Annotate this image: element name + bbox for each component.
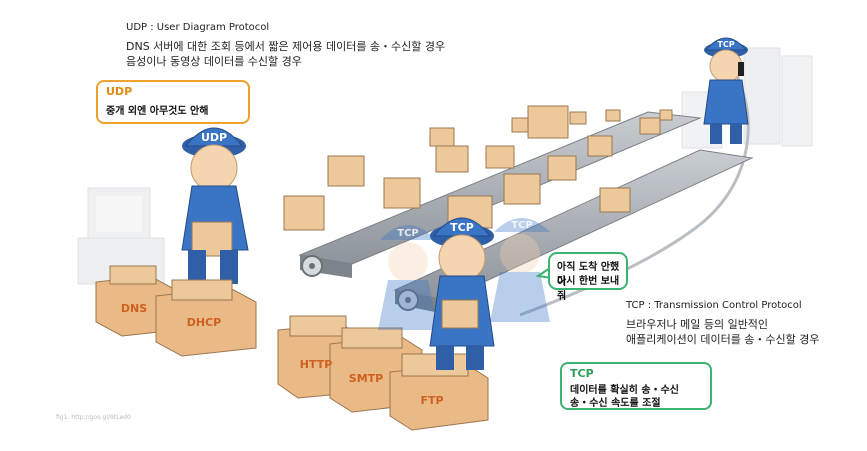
tcp-ghost-worker-right — [490, 218, 550, 322]
crate-label-smtp: SMTP — [349, 372, 383, 385]
tcp-hat-label: TCP — [450, 221, 474, 234]
tcp-ghost-left-hat-label: TCP — [397, 228, 419, 239]
tcp-note-line-2: 애플리케이션이 데이터를 송・수신할 경우 — [626, 333, 820, 346]
figure-source: fig1. http://goo.gl/9tLed0 — [56, 414, 131, 421]
udp-note-title: UDP : User Diagram Protocol — [126, 22, 270, 33]
tcp-phone-worker — [703, 37, 749, 144]
tcp-callout-title: TCP — [570, 367, 594, 380]
crate-label-ftp: FTP — [420, 394, 443, 407]
tcp-ghost-worker-left — [378, 225, 438, 330]
udp-note-line-2: 음성이나 동영상 데이터를 수신할 경우 — [126, 55, 302, 68]
udp-worker — [181, 127, 249, 284]
crate-dhcp — [155, 279, 257, 357]
tcp-callout-body-line-1: 데이터를 확실히 송・수신 — [570, 385, 679, 396]
crate-label-http: HTTP — [300, 358, 333, 371]
udp-note-line-1: DNS 서버에 대한 조회 등에서 짧은 제어용 데이터를 송・수신할 경우 — [126, 40, 446, 53]
tcp-callout: TCP 데이터를 확실히 송・수신 송・수신 속도를 조절 — [560, 362, 712, 410]
resend-speech-bubble: 아직 도착 안했어 다시 한번 보내줘 — [548, 252, 628, 302]
packets-on-belts — [283, 105, 673, 231]
tcp-phone-hat-label: TCP — [717, 40, 734, 49]
tcp-worker — [429, 217, 495, 370]
tcp-ghost-right-hat-label: TCP — [511, 220, 533, 231]
udp-hat-label: UDP — [201, 131, 227, 144]
tcp-callout-body-line-2: 송・수신 속도를 조절 — [570, 398, 661, 409]
crate-label-dns: DNS — [121, 302, 147, 315]
crate-label-dhcp: DHCP — [187, 316, 221, 329]
speech-bubble-line-2: 다시 한번 보내줘 — [557, 276, 620, 302]
speech-bubble-line-1: 아직 도착 안했어 — [557, 262, 620, 288]
tcp-note-title: TCP : Transmission Control Protocol — [626, 300, 802, 311]
udp-callout: UDP 중개 외엔 아무것도 안해 — [96, 80, 250, 124]
tcp-note-line-1: 브라우저나 메일 등의 일반적인 — [626, 318, 769, 331]
udp-callout-title: UDP — [106, 85, 133, 98]
udp-callout-body: 중개 외엔 아무것도 안해 — [106, 106, 209, 117]
